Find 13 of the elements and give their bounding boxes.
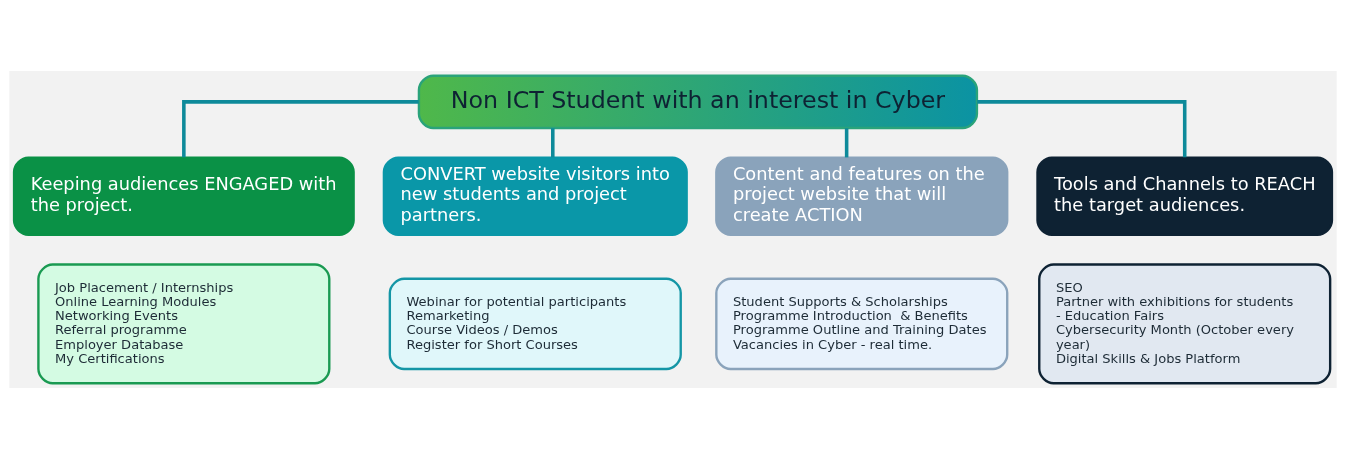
connector [182,100,419,158]
node-box: Keeping audiences ENGAGED with the project. [12,156,355,237]
connector [977,100,1187,158]
node-box: Content and features on the project website that will create ACTION [715,156,1009,237]
node-box: Job Placement / Internships Online Learning Modules Networking Events Referral programme Employer Database My Certifications [37,263,331,385]
node-box: Tools and Channels to REACH the target audiences. [1036,156,1334,237]
connector [844,128,849,158]
node-box: Student Supports & Scholarships Programme Introduction & Benefits Programme Outline and Training Dates Vacancies in Cyber - real time. [715,277,1009,371]
node-box: Non ICT Student with an interest in Cyber [417,74,979,130]
node-box: CONVERT website visitors into new students and project partners. [382,156,688,237]
node-box: Webinar for potential participants Remarketing Course Videos / Demos Register for Short Courses [388,277,682,371]
connector [551,128,555,158]
node-box: SEO Partner with exhibitions for students - Education Fairs Cybersecurity Month (October every year) Digital Skills & Jobs Platform [1038,263,1332,385]
